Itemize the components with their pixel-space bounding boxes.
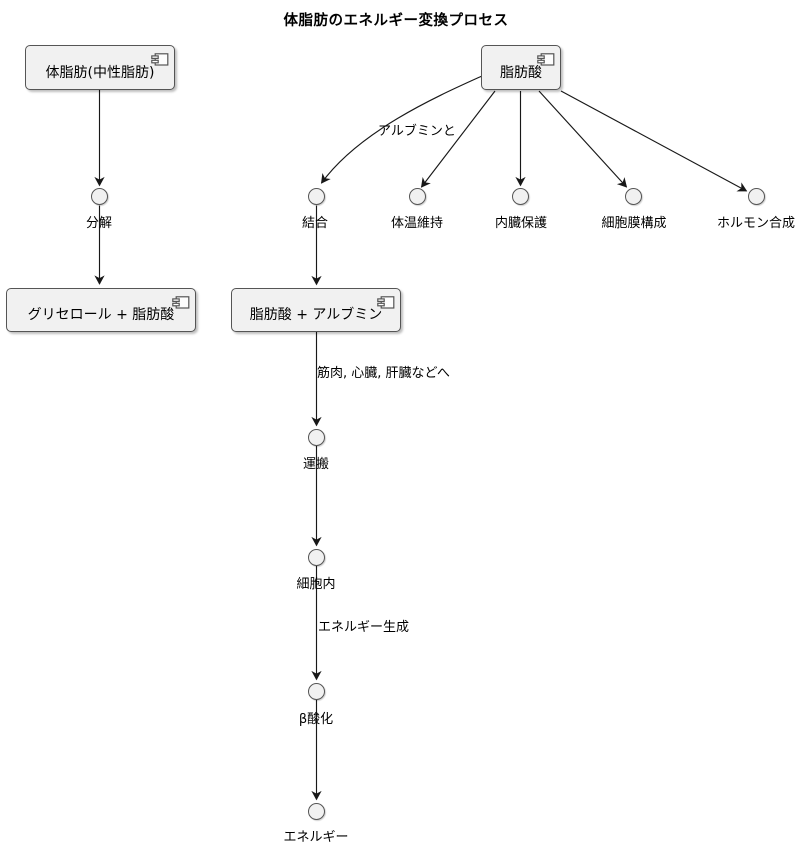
diagram-title: 体脂肪のエネルギー変換プロセス (283, 13, 509, 29)
edge-label-energy-generation: エネルギー生成 (318, 620, 410, 635)
component-label: 脂肪酸 (500, 65, 542, 81)
edge-fattyacid-to-binding (320, 75, 483, 184)
component-box-glycerol-fatty-acid: グリセロール + 脂肪酸 (6, 288, 196, 332)
edge-fattyacid-to-hormone (560, 90, 748, 192)
node-label-decomposition: 分解 (85, 216, 112, 231)
node-label-heat-maintenance: 体温維持 (390, 216, 443, 231)
interface-circle-cell-membrane (625, 188, 642, 205)
interface-circle-binding (308, 188, 325, 205)
component-icon (172, 294, 190, 313)
interface-circle-heat-maintenance (409, 188, 426, 205)
component-icon (151, 51, 169, 70)
node-label-hormone-synthesis: ホルモン合成 (716, 216, 795, 231)
component-icon (537, 51, 555, 70)
interface-circle-intracellular (308, 549, 325, 566)
node-label-transport: 運搬 (302, 457, 329, 472)
component-box-fatty-acid: 脂肪酸 (481, 45, 561, 90)
component-label: グリセロール + 脂肪酸 (27, 307, 175, 323)
component-label: 体脂肪(中性脂肪) (45, 65, 155, 81)
interface-circle-energy (308, 803, 325, 820)
node-label-beta-oxidation: β酸化 (298, 712, 334, 727)
edge-fattyacid-to-membrane (538, 90, 628, 188)
edge-fattyacid-to-heat (420, 90, 496, 188)
component-icon (377, 294, 395, 313)
interface-circle-hormone-synthesis (748, 188, 765, 205)
edge-label-with-albumin: アルブミンと (378, 124, 456, 139)
node-label-organ-protection: 内臓保護 (494, 216, 547, 231)
component-box-fatty-acid-albumin: 脂肪酸 + アルブミン (231, 288, 401, 332)
interface-circle-organ-protection (512, 188, 529, 205)
node-label-energy: エネルギー (283, 830, 349, 845)
component-label: 脂肪酸 + アルブミン (249, 307, 383, 323)
interface-circle-decomposition (91, 188, 108, 205)
edge-label-to-organs: 筋肉, 心臓, 肝臓などへ (317, 366, 450, 381)
component-box-body-fat: 体脂肪(中性脂肪) (25, 45, 175, 90)
interface-circle-beta-oxidation (308, 683, 325, 700)
node-label-cell-membrane: 細胞膜構成 (601, 216, 667, 231)
interface-circle-transport (308, 429, 325, 446)
node-label-intracellular: 細胞内 (296, 577, 336, 592)
node-label-binding: 結合 (301, 216, 328, 231)
